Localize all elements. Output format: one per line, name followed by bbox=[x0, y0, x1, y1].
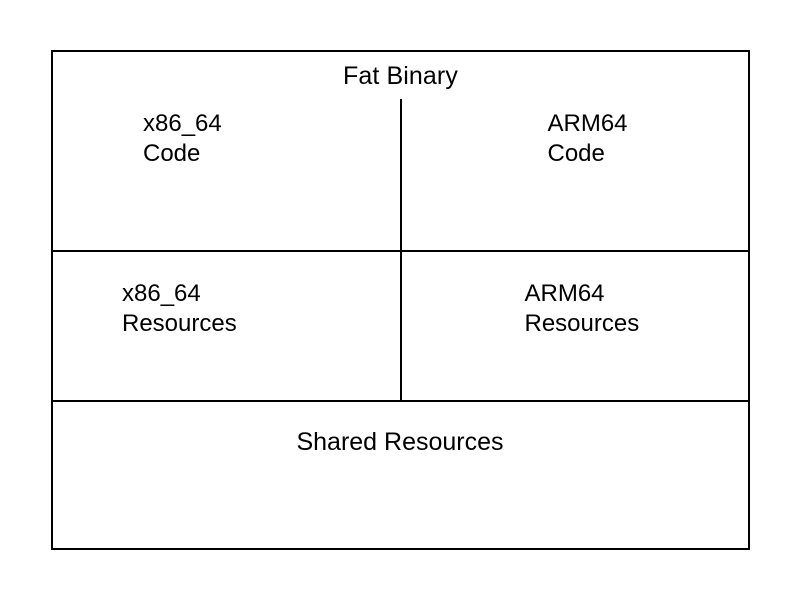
section-x86-64-code-label: x86_64 Code bbox=[143, 110, 222, 167]
section-shared-resources-label: Shared Resources bbox=[296, 428, 504, 456]
fat-binary-title-band: Fat Binary bbox=[53, 52, 748, 99]
section-x86-64-code: x86_64 Code bbox=[53, 99, 400, 249]
divider-arch-vertical bbox=[400, 99, 402, 400]
divider-resources-shared bbox=[53, 399, 748, 402]
section-x86-64-resources: x86_64 Resources bbox=[53, 252, 400, 400]
fat-binary-container: Fat Binary x86_64 Code ARM64 Code x86_64… bbox=[51, 50, 750, 550]
section-arm64-code-label: ARM64 Code bbox=[547, 110, 628, 167]
section-shared-resources: Shared Resources bbox=[53, 402, 747, 547]
section-arm64-resources-label: ARM64 Resources bbox=[524, 280, 640, 337]
section-arm64-resources: ARM64 Resources bbox=[403, 252, 750, 400]
page-title: Fat Binary bbox=[343, 61, 458, 90]
section-x86-64-resources-label: x86_64 Resources bbox=[122, 280, 237, 337]
section-arm64-code: ARM64 Code bbox=[403, 99, 750, 249]
